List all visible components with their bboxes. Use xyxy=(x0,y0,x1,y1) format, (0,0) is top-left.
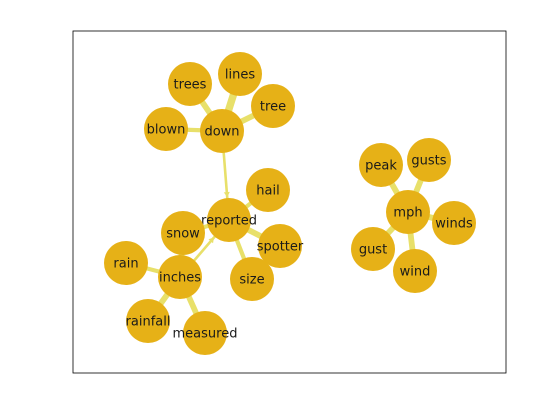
node-winds: winds xyxy=(432,201,476,245)
node-rain: rain xyxy=(104,241,148,285)
node-label-snow: snow xyxy=(166,227,200,242)
node-label-spotter: spotter xyxy=(257,240,304,255)
node-circle-rainfall xyxy=(126,299,170,343)
node-inches: inches xyxy=(158,255,202,299)
node-circle-mph xyxy=(386,190,430,234)
node-label-rain: rain xyxy=(113,257,138,272)
node-label-lines: lines xyxy=(225,68,255,83)
node-circle-hail xyxy=(246,168,290,212)
node-circle-tree xyxy=(251,84,295,128)
node-reported: reported xyxy=(201,198,257,242)
node-label-down: down xyxy=(204,125,239,140)
node-lines: lines xyxy=(218,52,262,96)
node-label-rainfall: rainfall xyxy=(126,315,171,330)
node-measured: measured xyxy=(173,311,238,355)
node-circle-down xyxy=(200,109,244,153)
node-wind: wind xyxy=(393,249,437,293)
edge-arrowhead-inches-reported xyxy=(208,237,215,244)
node-circle-measured xyxy=(183,311,227,355)
node-down: down xyxy=(200,109,244,153)
node-trees: trees xyxy=(168,62,212,106)
node-label-inches: inches xyxy=(159,271,201,286)
node-label-size: size xyxy=(239,273,264,288)
node-label-winds: winds xyxy=(435,217,473,232)
node-gusts: gusts xyxy=(407,138,451,182)
node-blown: blown xyxy=(144,107,188,151)
node-label-peak: peak xyxy=(365,159,397,174)
node-label-hail: hail xyxy=(256,184,279,199)
node-spotter: spotter xyxy=(257,224,304,268)
node-circle-wind xyxy=(393,249,437,293)
node-circle-peak xyxy=(359,143,403,187)
node-circle-blown xyxy=(144,107,188,151)
node-circle-gusts xyxy=(407,138,451,182)
node-circle-snow xyxy=(161,211,205,255)
node-circle-winds xyxy=(432,201,476,245)
node-circle-size xyxy=(230,257,274,301)
node-label-reported: reported xyxy=(201,214,257,229)
node-circle-lines xyxy=(218,52,262,96)
node-circle-gust xyxy=(351,227,395,271)
edge-arrowhead-down-reported xyxy=(223,191,230,198)
node-label-measured: measured xyxy=(173,327,238,342)
node-rainfall: rainfall xyxy=(126,299,171,343)
node-label-mph: mph xyxy=(393,206,422,221)
node-label-tree: tree xyxy=(260,100,286,115)
node-snow: snow xyxy=(161,211,205,255)
node-label-trees: trees xyxy=(174,78,207,93)
node-label-blown: blown xyxy=(147,123,186,138)
node-label-wind: wind xyxy=(400,265,431,280)
node-circle-rain xyxy=(104,241,148,285)
node-mph: mph xyxy=(386,190,430,234)
node-circle-spotter xyxy=(258,224,302,268)
node-tree: tree xyxy=(251,84,295,128)
node-size: size xyxy=(230,257,274,301)
node-circle-inches xyxy=(158,255,202,299)
node-peak: peak xyxy=(359,143,403,187)
node-hail: hail xyxy=(246,168,290,212)
node-label-gust: gust xyxy=(359,243,387,258)
node-circle-reported xyxy=(207,198,251,242)
node-circle-trees xyxy=(168,62,212,106)
node-gust: gust xyxy=(351,227,395,271)
node-label-gusts: gusts xyxy=(411,154,446,169)
